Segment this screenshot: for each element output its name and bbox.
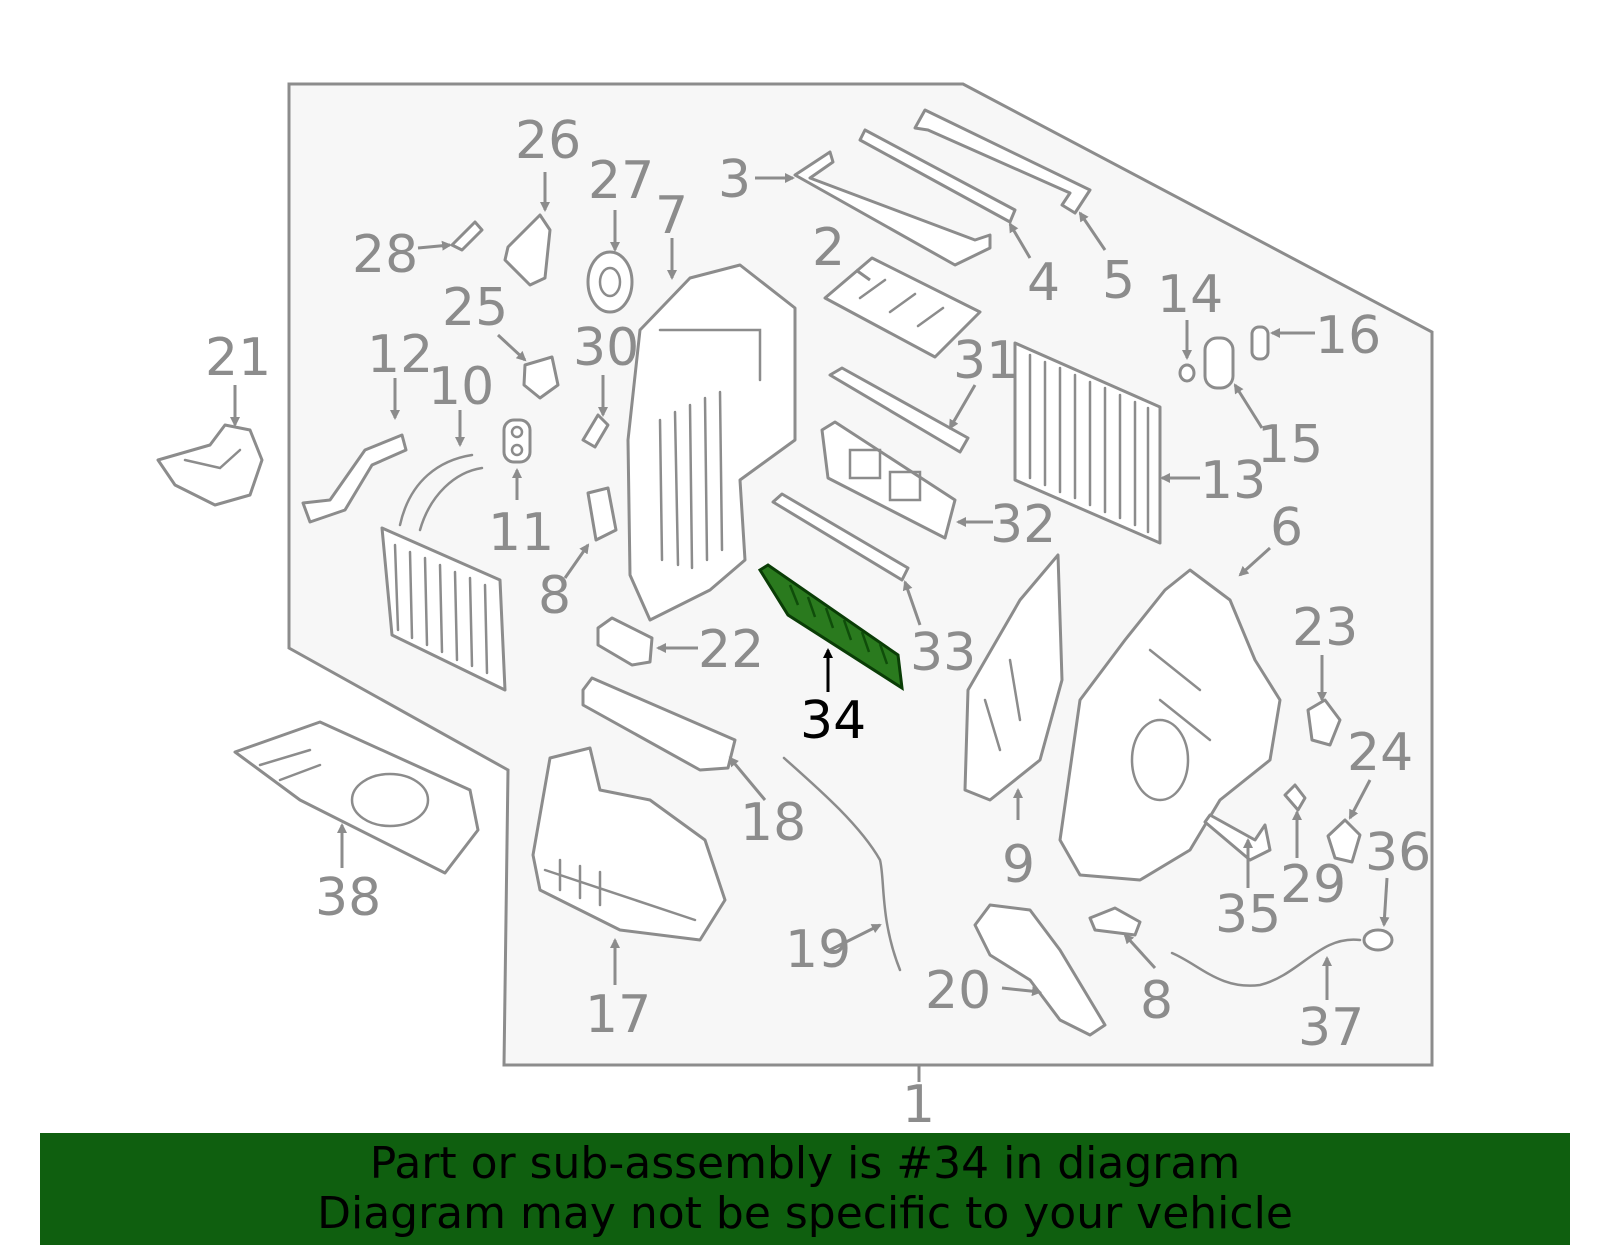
callout-4: 4 xyxy=(1027,253,1060,313)
part-6-shape xyxy=(1058,568,1282,882)
part-9-shape xyxy=(963,553,1064,802)
callout-24: 24 xyxy=(1347,723,1413,783)
part-8-right-shape xyxy=(1088,906,1142,937)
part-38-shape xyxy=(233,720,480,875)
part-5-seal-shape xyxy=(913,108,1092,215)
callouts: 1 2 3 4 5 6 7 8 8 8 9 10 11 12 13 14 15 … xyxy=(205,111,1431,1135)
callout-30: 30 xyxy=(573,318,639,378)
part-21-shape xyxy=(156,423,264,507)
callout-13: 13 xyxy=(1200,451,1266,511)
part-16-shape xyxy=(1250,325,1270,361)
callout-36: 36 xyxy=(1365,823,1431,883)
part-34-highlighted-shape[interactable] xyxy=(757,563,904,691)
callout-5: 5 xyxy=(1102,251,1135,311)
part-26-shape xyxy=(503,213,552,287)
part-24-shape xyxy=(1326,818,1362,864)
part-15-shape xyxy=(1203,336,1235,390)
callout-31: 31 xyxy=(953,331,1019,391)
part-30-shape xyxy=(581,413,610,449)
part-12-shape xyxy=(301,433,408,524)
callout-1: 1 xyxy=(902,1075,935,1135)
callout-2: 2 xyxy=(812,218,845,278)
callout-26: 26 xyxy=(515,111,581,171)
callout-29: 29 xyxy=(1280,855,1346,915)
callout-33: 33 xyxy=(910,623,976,683)
callout-22: 22 xyxy=(698,620,764,680)
part-18-shape xyxy=(581,676,737,772)
callout-19: 19 xyxy=(785,920,851,980)
part-31-shape xyxy=(828,366,970,454)
part-36-shape xyxy=(1362,928,1394,952)
part-13-shape xyxy=(1013,341,1162,545)
part-3-seal-shape xyxy=(793,150,992,267)
part-20-shape xyxy=(973,903,1107,1037)
callout-25: 25 xyxy=(442,278,508,338)
part-33-shape xyxy=(771,492,910,582)
callout-17: 17 xyxy=(585,985,651,1045)
callout-9: 9 xyxy=(1002,835,1035,895)
callout-6: 6 xyxy=(1270,498,1303,558)
callout-32: 32 xyxy=(990,495,1056,555)
callout-38: 38 xyxy=(315,868,381,928)
part-29-shape xyxy=(1283,783,1307,812)
callout-28: 28 xyxy=(352,225,418,285)
part-8-left-shape xyxy=(586,486,618,542)
leader-lines xyxy=(230,172,1390,1082)
part-22-shape xyxy=(596,616,654,667)
part-19-shape xyxy=(782,756,902,972)
part-35-shape xyxy=(1203,813,1272,862)
callout-16: 16 xyxy=(1315,306,1381,366)
banner-line-1: Part or sub-assembly is #34 in diagram xyxy=(369,1138,1241,1189)
part-17-shape xyxy=(531,746,727,942)
part-7-housing-shape xyxy=(626,263,797,622)
callout-11: 11 xyxy=(488,503,554,563)
callout-15: 15 xyxy=(1257,415,1323,475)
callout-10: 10 xyxy=(428,357,494,417)
callout-14: 14 xyxy=(1157,265,1223,325)
callout-8-left: 8 xyxy=(538,566,571,626)
callout-7: 7 xyxy=(655,186,688,246)
notice-banner: Part or sub-assembly is #34 in diagram D… xyxy=(40,1133,1570,1245)
callout-20: 20 xyxy=(925,961,991,1021)
part-11-shape xyxy=(502,418,532,464)
callout-3: 3 xyxy=(718,150,751,210)
callout-23: 23 xyxy=(1292,598,1358,658)
callout-18: 18 xyxy=(740,793,806,853)
part-10-heater-core-shape xyxy=(380,453,507,692)
part-27-shape xyxy=(586,250,634,314)
part-25-shape xyxy=(522,355,560,400)
callout-8-right: 8 xyxy=(1140,971,1173,1031)
callout-27: 27 xyxy=(588,151,654,211)
callout-37: 37 xyxy=(1298,998,1364,1058)
part-28-shape xyxy=(450,220,484,252)
part-37-shape xyxy=(1170,938,1362,987)
callout-21: 21 xyxy=(205,328,271,388)
callout-35: 35 xyxy=(1215,885,1281,945)
part-32-shape xyxy=(820,420,957,540)
callout-12: 12 xyxy=(367,325,433,385)
banner-line-2: Diagram may not be specific to your vehi… xyxy=(317,1188,1293,1239)
callout-34-highlighted: 34 xyxy=(800,691,866,751)
part-4-seal-shape xyxy=(858,128,1017,224)
part-14-shape xyxy=(1178,363,1196,383)
